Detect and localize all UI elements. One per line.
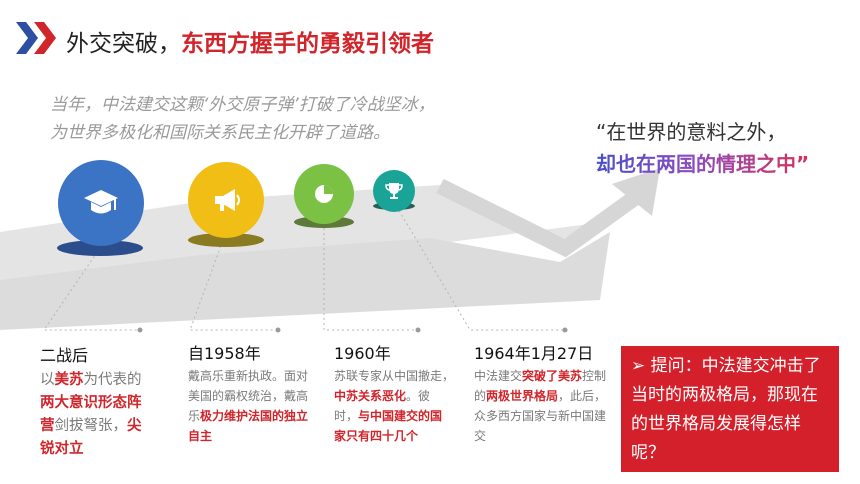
milestone-1-highlight: 美苏 (54, 372, 84, 388)
milestone-1: 二战后 以美苏为代表的两大意识形态阵营剑拔弩张，尖锐对立 (40, 344, 155, 461)
milestone-4-heading: 1964年1月27日 (474, 344, 594, 363)
milestone-4-text: 中法建交 (474, 369, 523, 383)
milestone-3-highlight: 与中国建交的国家只有四十几个 (334, 409, 443, 443)
milestone-2-heading: 自1958年 (188, 344, 261, 363)
page-title: 外交突破，东西方握手的勇毅引领者 (66, 24, 434, 58)
milestone-3: 1960年 苏联专家从中国撤走， 中苏关系恶化。彼时，与中国建交的国家只有四十几个 (334, 344, 454, 446)
subtitle-line-1: 当年，中法建交这颗‘外交原子弹’打破了冷战坚冰， (50, 95, 435, 115)
milestone-4-highlight: 突破了美苏 (522, 369, 583, 383)
milestone-3-heading: 1960年 (334, 344, 391, 363)
milestone-4-text: ，此后，众多西方国家与新中国建交 (474, 389, 607, 443)
milestone-2-text: 戴高乐重新执政。面对美国的霸权统治，戴高乐 (188, 369, 309, 423)
header-chevron-icon (16, 22, 56, 54)
milestone-circle-3 (294, 164, 354, 224)
milestone-1-heading: 二战后 (40, 346, 89, 365)
quote-line-1: “在世界的意料之外， (596, 120, 787, 144)
milestone-4-text: 控制的 (474, 369, 607, 403)
milestone-3-text: 。彼时， (334, 389, 431, 423)
megaphone-icon (215, 189, 240, 211)
question-text: 提问：中法建交冲击了当时的两极格局，那现在的世界格局发展得怎样呢？ (631, 356, 821, 463)
milestone-4-highlight: 两极世界格局 (486, 389, 559, 403)
milestone-2: 自1958年 戴高乐重新执政。面对美国的霸权统治，戴高乐极力维护法国的独立自主 (188, 344, 313, 446)
quote-line-2: 却也在两国的情理之中” (596, 148, 809, 177)
trophy-icon (385, 183, 403, 199)
title-highlight: 东西方握手的勇毅引领者 (181, 31, 434, 57)
milestone-1-text: 以 (40, 372, 55, 388)
pie-chart-icon (315, 185, 333, 203)
milestone-3-text: 苏联专家从中国撤走， (334, 369, 455, 383)
milestone-circle-1 (58, 160, 144, 246)
milestone-3-highlight: 中苏关系恶化 (334, 389, 407, 403)
milestone-4: 1964年1月27日 中法建交突破了美苏控制的两极世界格局，此后，众多西方国家与… (474, 344, 609, 446)
milestone-circle-2 (188, 162, 264, 238)
milestone-2-highlight: 极力维护法国的独立自主 (188, 409, 309, 443)
graduation-cap-icon (84, 190, 118, 214)
bullet-arrow-icon: ➢ (631, 356, 646, 376)
milestone-circle-4 (373, 170, 415, 212)
title-plain: 外交突破， (66, 31, 181, 57)
milestone-1-highlight: 两大意识形态阵营 (40, 395, 142, 434)
question-box: ➢ 提问：中法建交冲击了当时的两极格局，那现在的世界格局发展得怎样呢？ (621, 346, 839, 472)
milestone-1-text: 为代表的 (83, 372, 142, 388)
subtitle-line-2: 为世界多极化和国际关系民主化开辟了道路。 (50, 123, 390, 143)
milestone-1-text: 剑拔弩张， (54, 418, 128, 434)
milestone-1-highlight: 尖锐对立 (40, 418, 142, 457)
